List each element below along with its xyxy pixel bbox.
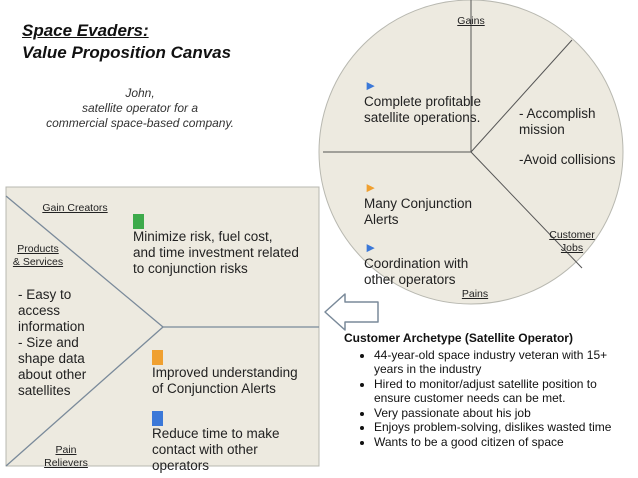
products-label-line2: & Services <box>12 256 64 268</box>
products-line: satellites <box>18 383 71 398</box>
square-divider-top <box>5 195 164 328</box>
products-line: information <box>18 319 85 334</box>
triangle-icon: ► <box>364 180 378 195</box>
gains-text-line1: Complete profitable <box>364 94 482 109</box>
jobs-text-line1: - Accomplish <box>519 106 596 121</box>
customer-jobs-text: - Accomplish mission -Avoid collisions <box>519 106 637 168</box>
green-square-icon <box>133 214 144 229</box>
gain-creators-text: Minimize risk, fuel cost, and time inves… <box>133 214 318 277</box>
fit-arrow <box>324 293 379 331</box>
pain-relievers-label-line1: Pain <box>55 444 77 456</box>
bullet-line: 44-year-old space industry veteran with … <box>374 347 608 362</box>
customer-jobs-label-line2: Jobs <box>560 242 584 254</box>
blue-square-icon <box>152 411 163 426</box>
archetype-bullet: 44-year-old space industry veteran with … <box>374 348 634 377</box>
products-line: access <box>18 303 61 318</box>
page-title: Space Evaders: Value Proposition Canvas <box>22 20 231 64</box>
products-services-text: - Easy to access information - Size and … <box>18 287 118 399</box>
pains-item2-line2: other operators <box>364 272 456 287</box>
gains-text: ►Complete profitable satellite operation… <box>364 78 504 126</box>
gains-text-line2: satellite operations. <box>364 110 481 125</box>
circle-divider-bottom <box>470 151 583 269</box>
bullet-line: Wants to be a good citizen of space <box>374 434 564 449</box>
customer-archetype: Customer Archetype (Satellite Operator) … <box>344 331 634 449</box>
jobs-text-line2: mission <box>519 122 565 137</box>
jobs-text-line3: -Avoid collisions <box>519 152 616 167</box>
bullet-line: years in the industry <box>374 362 482 376</box>
pain-relievers-text: Improved understanding of Conjunction Al… <box>152 350 317 474</box>
products-line: - Size and <box>18 335 79 350</box>
pain-reliever2-line1: Reduce time to make <box>152 426 280 441</box>
pain-relievers-label-line2: Relievers <box>44 457 88 469</box>
customer-jobs-label-line1: Customer <box>549 229 595 241</box>
triangle-icon: ► <box>364 240 378 255</box>
archetype-list: 44-year-old space industry veteran with … <box>344 348 634 450</box>
title-line1: Space Evaders: <box>22 21 149 40</box>
pain-reliever1-line1: Improved understanding <box>152 365 298 380</box>
pain-reliever2-line3: operators <box>152 458 210 473</box>
circle-divider-right <box>470 39 573 153</box>
gain-creators-line2: and time investment related <box>133 245 299 260</box>
persona-line3: commercial space-based company. <box>46 116 234 130</box>
bullet-line: Hired to monitor/adjust satellite positi… <box>374 376 597 391</box>
persona-line1: John, <box>125 86 155 100</box>
archetype-heading: Customer Archetype (Satellite Operator) <box>344 331 573 345</box>
bullet-line: Enjoys problem-solving, dislikes wasted … <box>374 420 612 434</box>
customer-jobs-label: Customer Jobs <box>540 229 604 255</box>
bullet-line: Very passionate about his job <box>374 405 531 420</box>
pain-reliever1-line2: of Conjunction Alerts <box>152 381 276 396</box>
archetype-bullet: Wants to be a good citizen of space <box>374 435 634 450</box>
products-services-label: Products & Services <box>8 243 68 269</box>
pains-item2-line1: Coordination with <box>364 256 469 271</box>
persona-description: John, satellite operator for a commercia… <box>30 86 250 131</box>
square-divider-bottom <box>5 326 164 467</box>
gains-label: Gains <box>457 15 485 27</box>
products-label-line1: Products <box>17 243 59 255</box>
gain-creators-line3: to conjunction risks <box>133 261 248 276</box>
pains-label: Pains <box>461 288 489 300</box>
archetype-bullet: Enjoys problem-solving, dislikes wasted … <box>374 420 634 435</box>
pain-reliever2-line2: contact with other <box>152 442 258 457</box>
persona-line2: satellite operator for a <box>81 101 199 115</box>
title-line2: Value Proposition Canvas <box>22 43 232 62</box>
pains-item1-line2: Alerts <box>364 212 399 227</box>
archetype-bullet: Very passionate about his job <box>374 406 634 421</box>
bullet-line: ensure customer needs can be met. <box>374 391 566 405</box>
pains-item1-line1: Many Conjunction <box>364 196 473 211</box>
products-line: shape data <box>18 351 85 366</box>
gain-creators-label: Gain Creators <box>42 202 108 214</box>
pain-relievers-label: Pain Relievers <box>36 444 96 470</box>
orange-square-icon <box>152 350 163 365</box>
products-line: about other <box>18 367 87 382</box>
pains-text: ►Many Conjunction Alerts ►Coordination w… <box>364 180 504 288</box>
gain-creators-line1: Minimize risk, fuel cost, <box>133 229 273 244</box>
triangle-icon: ► <box>364 78 378 93</box>
archetype-bullet: Hired to monitor/adjust satellite positi… <box>374 377 634 406</box>
products-line: - Easy to <box>18 287 72 302</box>
